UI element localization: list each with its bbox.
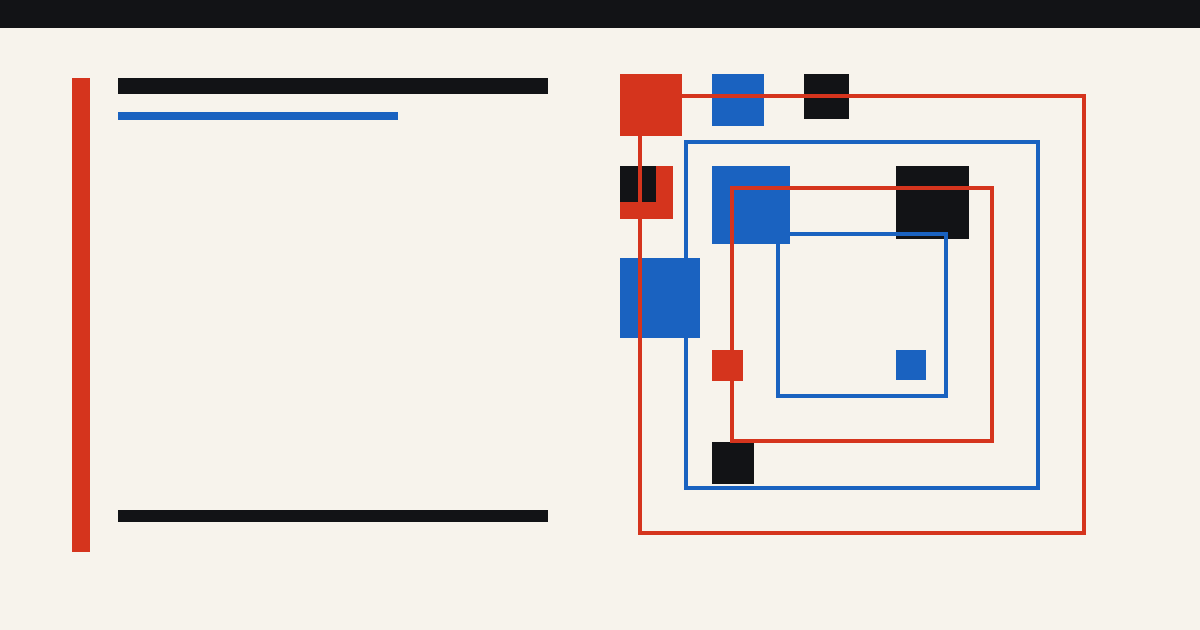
blue-square-1: [712, 74, 764, 126]
red-square-3: [712, 350, 743, 381]
blue-frame-outer: [684, 140, 1040, 490]
red-frame-inner: [730, 186, 994, 443]
black-rule-top: [118, 78, 548, 94]
black-square-3: [896, 166, 969, 239]
blue-frame-inner: [776, 232, 948, 398]
blue-square-4: [896, 350, 926, 380]
blue-rule: [118, 112, 398, 120]
blue-square-2: [712, 166, 790, 244]
red-accent-bar: [72, 78, 90, 552]
red-square-1: [620, 74, 682, 136]
black-rule-bottom: [118, 510, 548, 522]
red-frame-outer: [638, 94, 1086, 535]
top-bar: [0, 0, 1200, 28]
black-square-4: [712, 442, 754, 484]
